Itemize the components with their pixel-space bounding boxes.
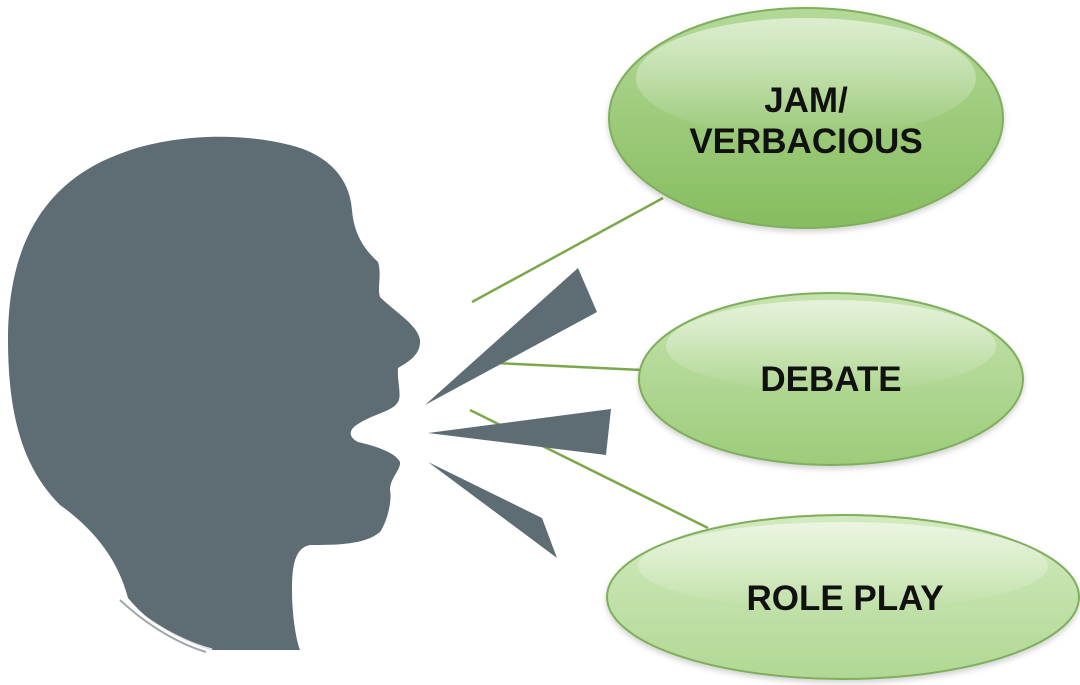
bubble-role-play <box>606 514 1080 680</box>
speech-wave-icon <box>425 268 611 558</box>
bubble-label-debate: DEBATE <box>760 360 901 399</box>
bubble-debate <box>638 292 1024 466</box>
bubble-label-role-play: ROLE PLAY <box>746 579 943 618</box>
connector-line-debate <box>494 361 643 372</box>
bubble-jam-verbacious <box>608 7 1004 229</box>
speech-wave-upper <box>425 268 597 405</box>
bubble-label-jam: JAM/ <box>764 81 848 120</box>
bubble-label-verbacious: VERBACIOUS <box>689 122 922 161</box>
speech-wave-lower <box>428 462 557 558</box>
connector-line-jam <box>471 196 664 304</box>
speech-wave-middle <box>428 409 611 455</box>
speaking-head-silhouette-icon <box>8 136 421 653</box>
